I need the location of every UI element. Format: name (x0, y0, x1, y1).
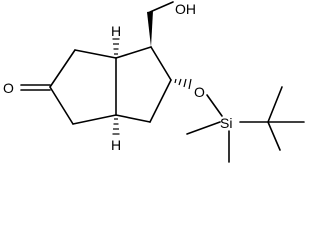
atom-label-silicon: Si (220, 115, 232, 131)
atom-label-stereo-h-bottom: H (111, 137, 121, 153)
carbonyl-double-bond (20, 84, 51, 91)
bond-o-si (206, 94, 223, 117)
bond-c5-c6 (149, 79, 172, 123)
bond-c3a-c4 (115, 46, 152, 59)
chemical-structure: O OH O Si H H (3, 1, 305, 163)
atom-label-stereo-h-top: H (111, 23, 121, 39)
bond-c4-c5 (150, 46, 172, 81)
bond-c6-c6a (115, 114, 151, 123)
bond-c2-c3 (49, 49, 76, 88)
bond-tbu-me-up (267, 86, 283, 123)
bond-c3-c3a (74, 49, 117, 59)
hashed-bond-h-top (112, 38, 120, 55)
atom-label-carbonyl-oxygen: O (3, 80, 14, 96)
cyclopentanone-ring (49, 49, 117, 125)
bond-c1-c2 (49, 86, 74, 125)
bond-ch2-oh (149, 1, 174, 13)
bond-si-methyl-left (186, 121, 221, 135)
cyclopentane-ring (115, 46, 172, 123)
bond-tbu-me-down (267, 121, 281, 151)
wedge-bond-ch2oh (147, 11, 153, 47)
atom-label-ether-oxygen: O (194, 84, 205, 100)
bond-c1-c6a (72, 114, 117, 125)
atom-label-hydroxyl: OH (175, 1, 196, 17)
hashed-bond-otbs (174, 78, 192, 90)
hashed-bond-h-bottom (112, 118, 120, 135)
